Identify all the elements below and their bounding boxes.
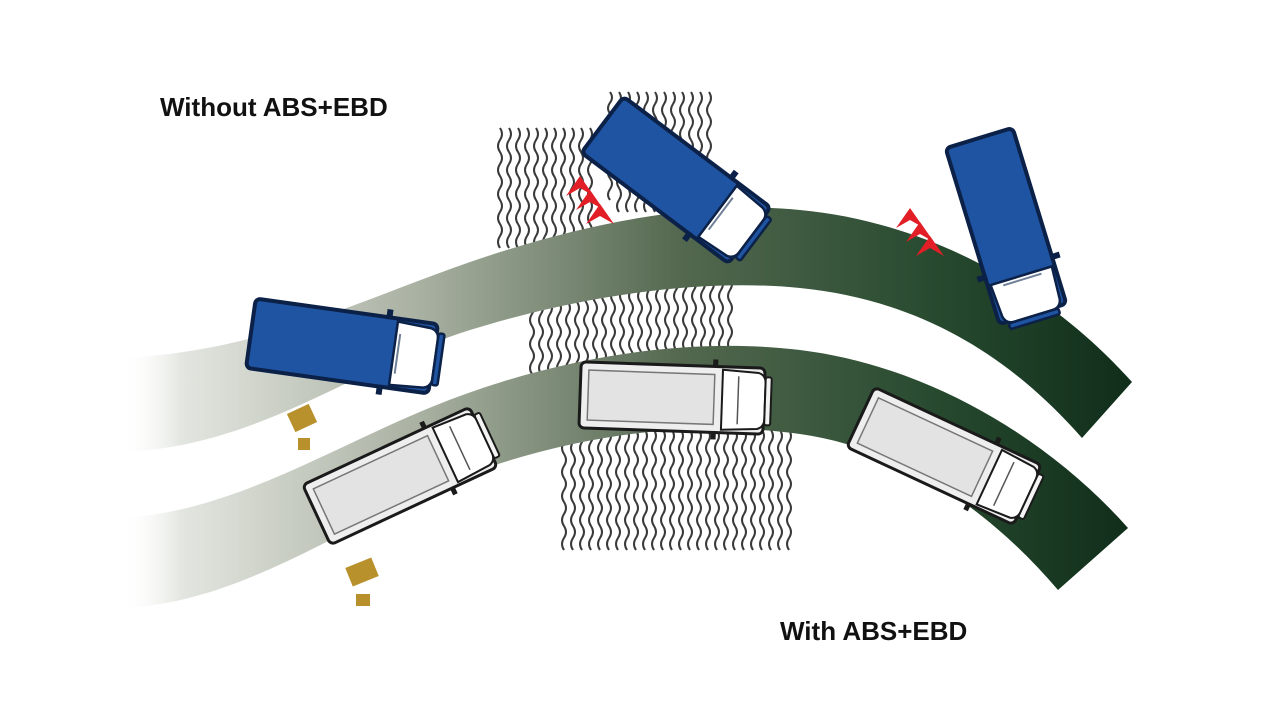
label-without-abs: Without ABS+EBD [160, 92, 388, 122]
cone-icon [345, 557, 379, 606]
cone-icon [286, 403, 318, 450]
van-white-icon [577, 353, 774, 443]
road-without-abs [120, 207, 1132, 452]
label-with-abs: With ABS+EBD [780, 616, 968, 646]
